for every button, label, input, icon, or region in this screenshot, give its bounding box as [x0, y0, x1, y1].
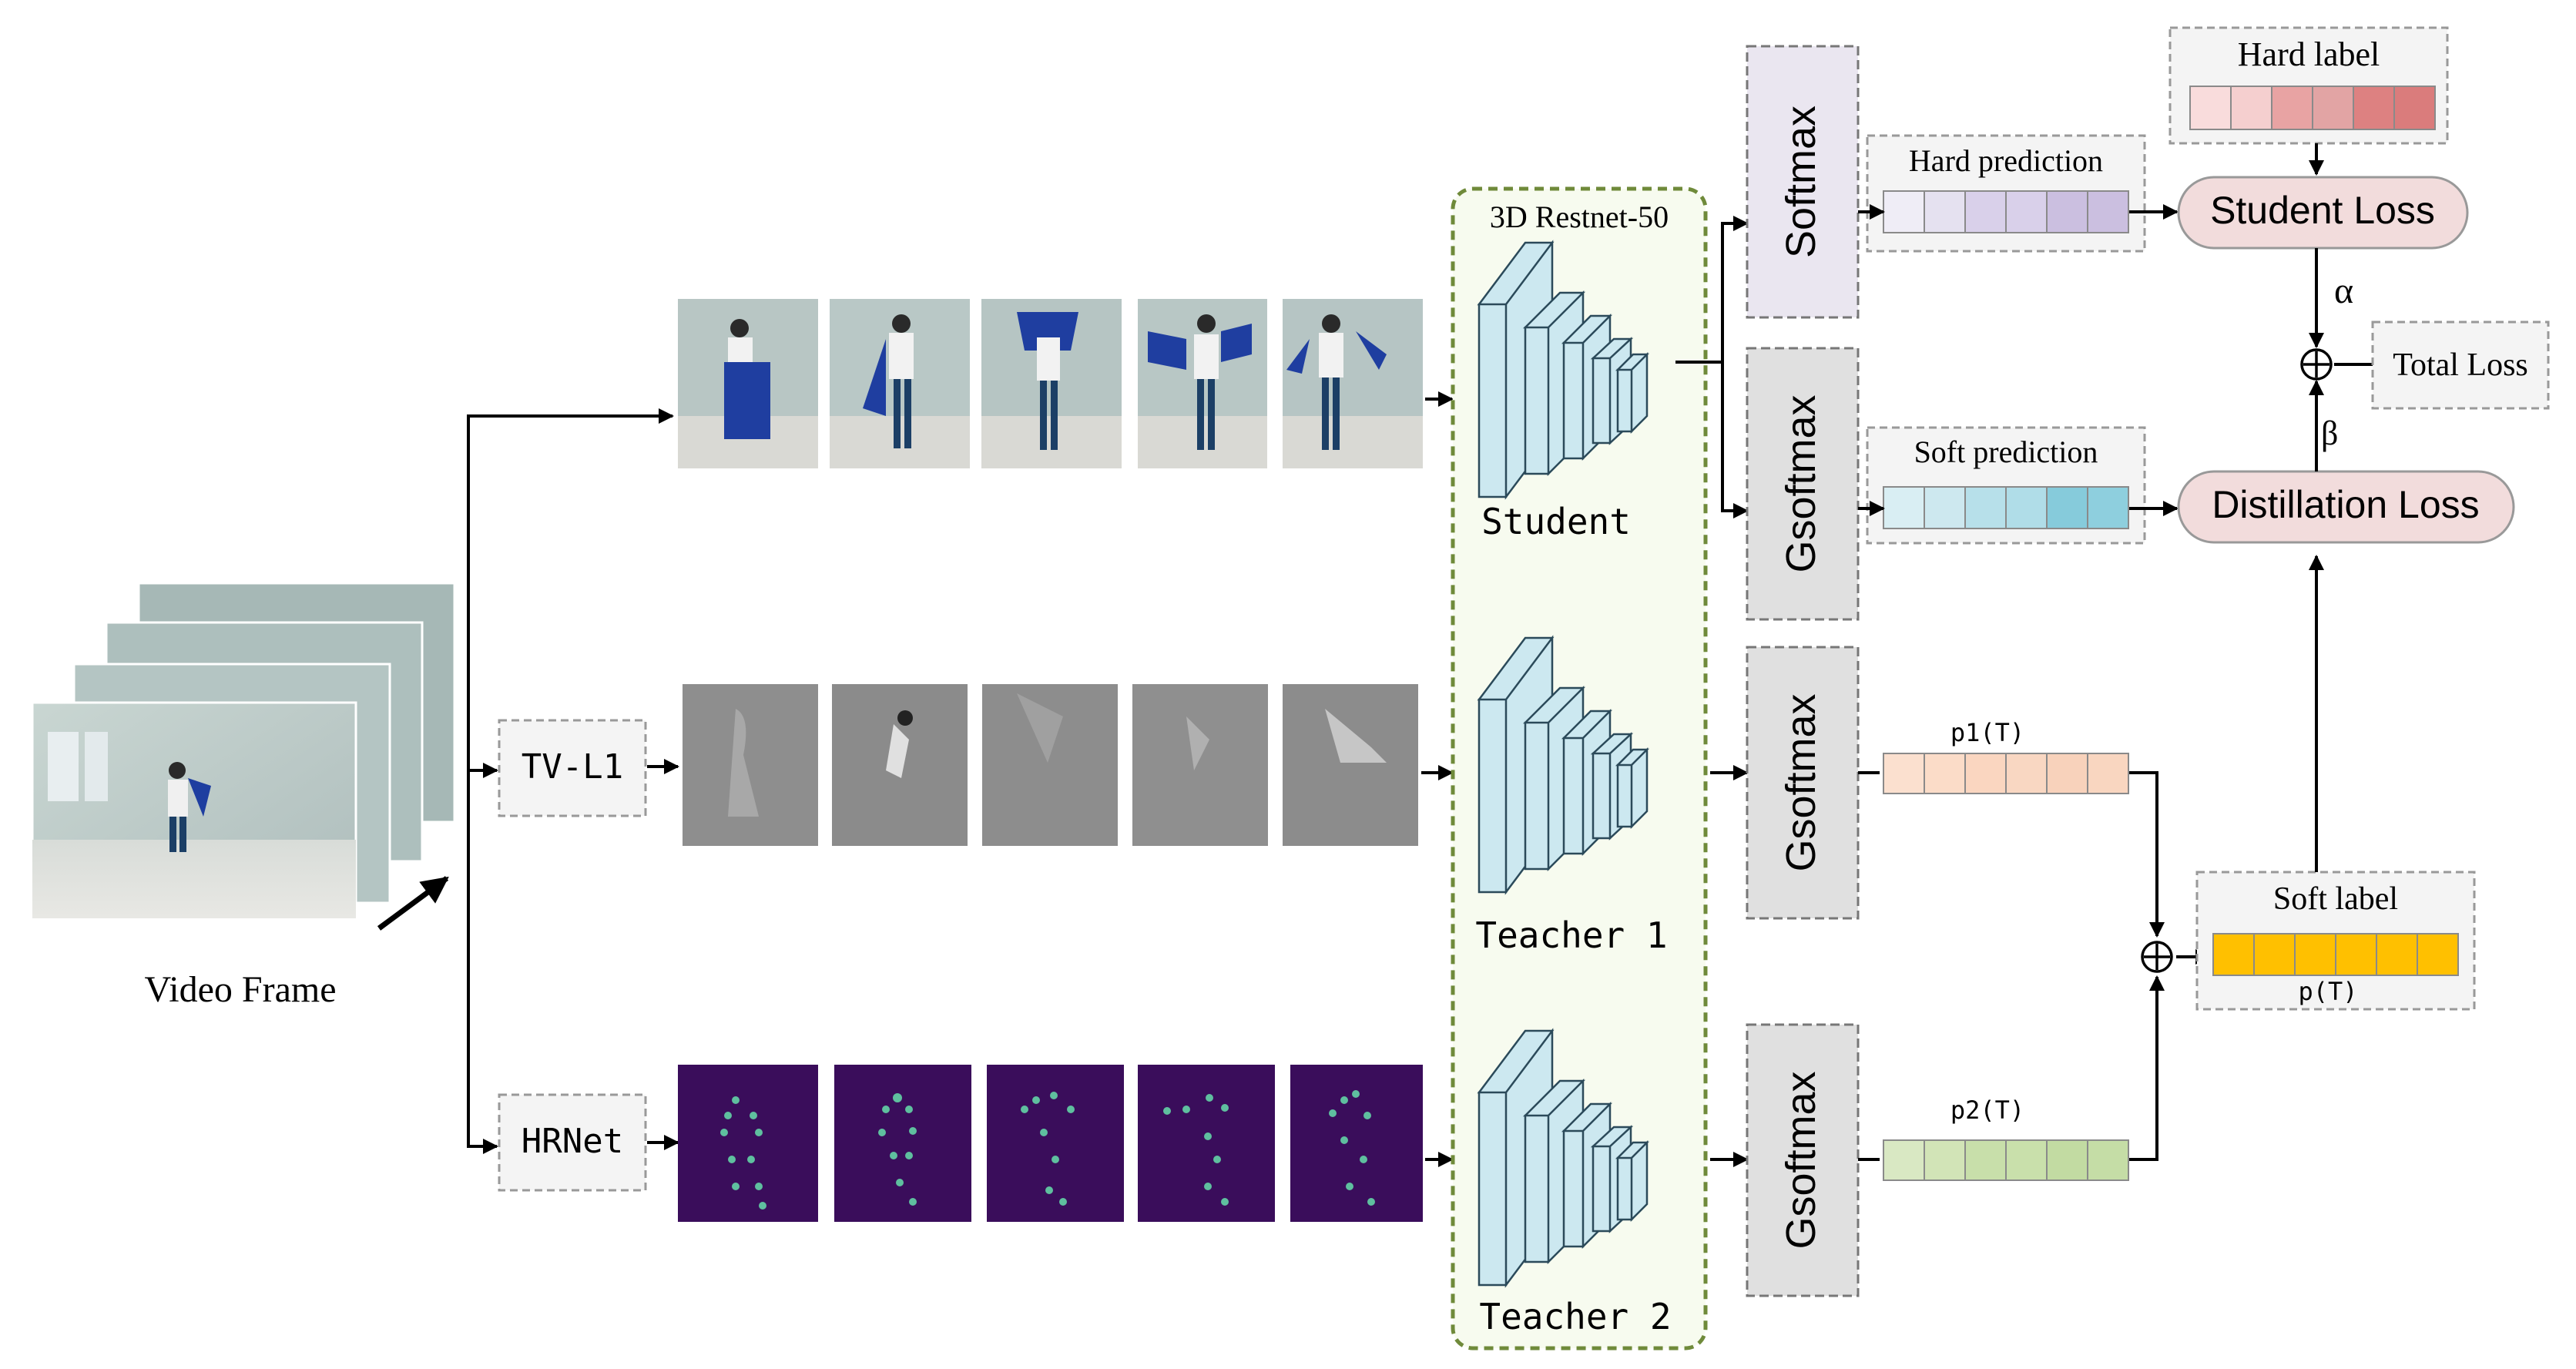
vector-cell	[1924, 753, 1966, 794]
gsoftmax-student-label: Gsoftmax	[1778, 394, 1824, 572]
gsoftmax-student-head: Gsoftmax	[1746, 347, 1860, 621]
hard-prediction-box: Hard prediction	[1866, 134, 2146, 253]
student-loss-node: Student Loss	[2177, 176, 2469, 250]
vector-cell	[2087, 190, 2129, 233]
vector-cell	[2087, 753, 2129, 794]
video-frame-caption: Video Frame	[144, 969, 336, 1010]
hard-label-box: Hard label	[2168, 26, 2449, 145]
rgb-frames	[678, 299, 1423, 468]
vector-cell	[1964, 190, 2007, 233]
hard-prediction-label: Hard prediction	[1909, 143, 2103, 178]
vector-cell	[2087, 1139, 2129, 1181]
gsoftmax-teacher1-label: Gsoftmax	[1778, 693, 1824, 871]
vector-cell	[2294, 933, 2336, 976]
vector-cell	[2046, 1139, 2088, 1181]
rgb-frame	[1138, 299, 1267, 468]
arrow-up-right-icon	[377, 876, 449, 931]
tvl1-box: TV-L1	[498, 719, 647, 817]
gsoftmax-teacher2-head: Gsoftmax	[1746, 1023, 1860, 1297]
student-label: Student	[1481, 501, 1631, 542]
vector-cell	[1883, 190, 1925, 233]
p2-vector	[1883, 1139, 2129, 1181]
pose-heatmap-frames	[678, 1065, 1423, 1222]
head-connectors	[1675, 216, 1749, 1167]
soft-prediction-label: Soft prediction	[1914, 435, 2098, 469]
soft-label-box: Soft label p(T)	[2195, 871, 2476, 1011]
vector-cell	[1883, 486, 1925, 529]
vector-cell	[2417, 933, 2459, 976]
branch-connectors	[467, 408, 674, 1154]
vector-cell	[2376, 933, 2418, 976]
vector-cell	[2005, 486, 2048, 529]
alpha-weight: α	[2334, 270, 2353, 311]
vector-cell	[2005, 190, 2048, 233]
rgb-frame	[830, 299, 970, 468]
vector-cell	[2046, 190, 2088, 233]
hard-prediction-vector	[1883, 190, 2129, 233]
vector-cell	[2046, 486, 2088, 529]
softmax-label: Softmax	[1778, 106, 1824, 258]
total-loss-box: Total Loss	[2371, 320, 2550, 410]
vector-cell	[2393, 86, 2436, 130]
hrnet-label: HRNet	[522, 1122, 623, 1161]
vector-cell	[1883, 753, 1925, 794]
loss-combination-connectors	[2309, 248, 2373, 471]
tvl1-label: TV-L1	[522, 747, 623, 787]
vector-cell	[1964, 1139, 2007, 1181]
backbone-title: 3D Restnet-50	[1490, 200, 1669, 234]
person-figure	[168, 762, 211, 852]
hard-label-vector	[2189, 86, 2436, 130]
vector-cell	[1924, 486, 1966, 529]
vector-cell	[1924, 190, 1966, 233]
soft-prediction-box: Soft prediction	[1866, 426, 2146, 545]
teacher1-network-blocks	[1477, 635, 1650, 895]
distillation-loss-label: Distillation Loss	[2212, 483, 2479, 526]
p2-label: p2(T)	[1950, 1096, 2024, 1125]
soft-label-vector	[2212, 933, 2459, 976]
vector-cell	[1964, 486, 2007, 529]
teacher1-label: Teacher 1	[1475, 914, 1667, 956]
rgb-frame	[981, 299, 1122, 468]
vector-cell	[2005, 753, 2048, 794]
vector-cell	[1924, 1139, 1966, 1181]
rgb-frame	[678, 299, 818, 468]
vector-cell	[2335, 933, 2377, 976]
student-loss-label: Student Loss	[2210, 189, 2435, 232]
teacher2-label: Teacher 2	[1479, 1296, 1671, 1337]
student-network-blocks	[1477, 240, 1650, 500]
vector-cell	[1883, 1139, 1925, 1181]
video-frame-stack	[31, 582, 456, 920]
vector-cell	[2189, 86, 2232, 130]
p1-label: p1(T)	[1950, 718, 2024, 747]
p1-vector	[1883, 753, 2129, 794]
vector-cell	[2005, 1139, 2048, 1181]
vector-cell	[2046, 753, 2088, 794]
optical-flow-frames	[683, 684, 1418, 846]
pT-label: p(T)	[2298, 977, 2357, 1006]
soft-prediction-vector	[1883, 486, 2129, 529]
circled-plus-icon	[2141, 941, 2173, 973]
vector-cell	[2087, 486, 2129, 529]
total-loss-label: Total Loss	[2393, 347, 2528, 383]
vector-cell	[2212, 933, 2255, 976]
vector-cell	[2230, 86, 2272, 130]
distillation-loss-node: Distillation Loss	[2177, 470, 2515, 544]
vector-cell	[2312, 86, 2354, 130]
soft-label-title: Soft label	[2273, 881, 2398, 917]
circled-plus-icon	[2300, 348, 2333, 381]
gsoftmax-teacher2-label: Gsoftmax	[1778, 1071, 1824, 1249]
beta-weight: β	[2321, 414, 2338, 452]
vector-cell	[1964, 753, 2007, 794]
softmax-head: Softmax	[1746, 45, 1860, 319]
video-frame-front	[31, 701, 357, 920]
gsoftmax-teacher1-head: Gsoftmax	[1746, 646, 1860, 920]
vector-cell	[2353, 86, 2395, 130]
rgb-frame	[1283, 299, 1423, 468]
teacher2-network-blocks	[1477, 1028, 1650, 1288]
hard-label-title: Hard label	[2238, 35, 2380, 73]
hrnet-box: HRNet	[498, 1093, 647, 1192]
vector-cell	[2253, 933, 2296, 976]
vector-cell	[2271, 86, 2313, 130]
